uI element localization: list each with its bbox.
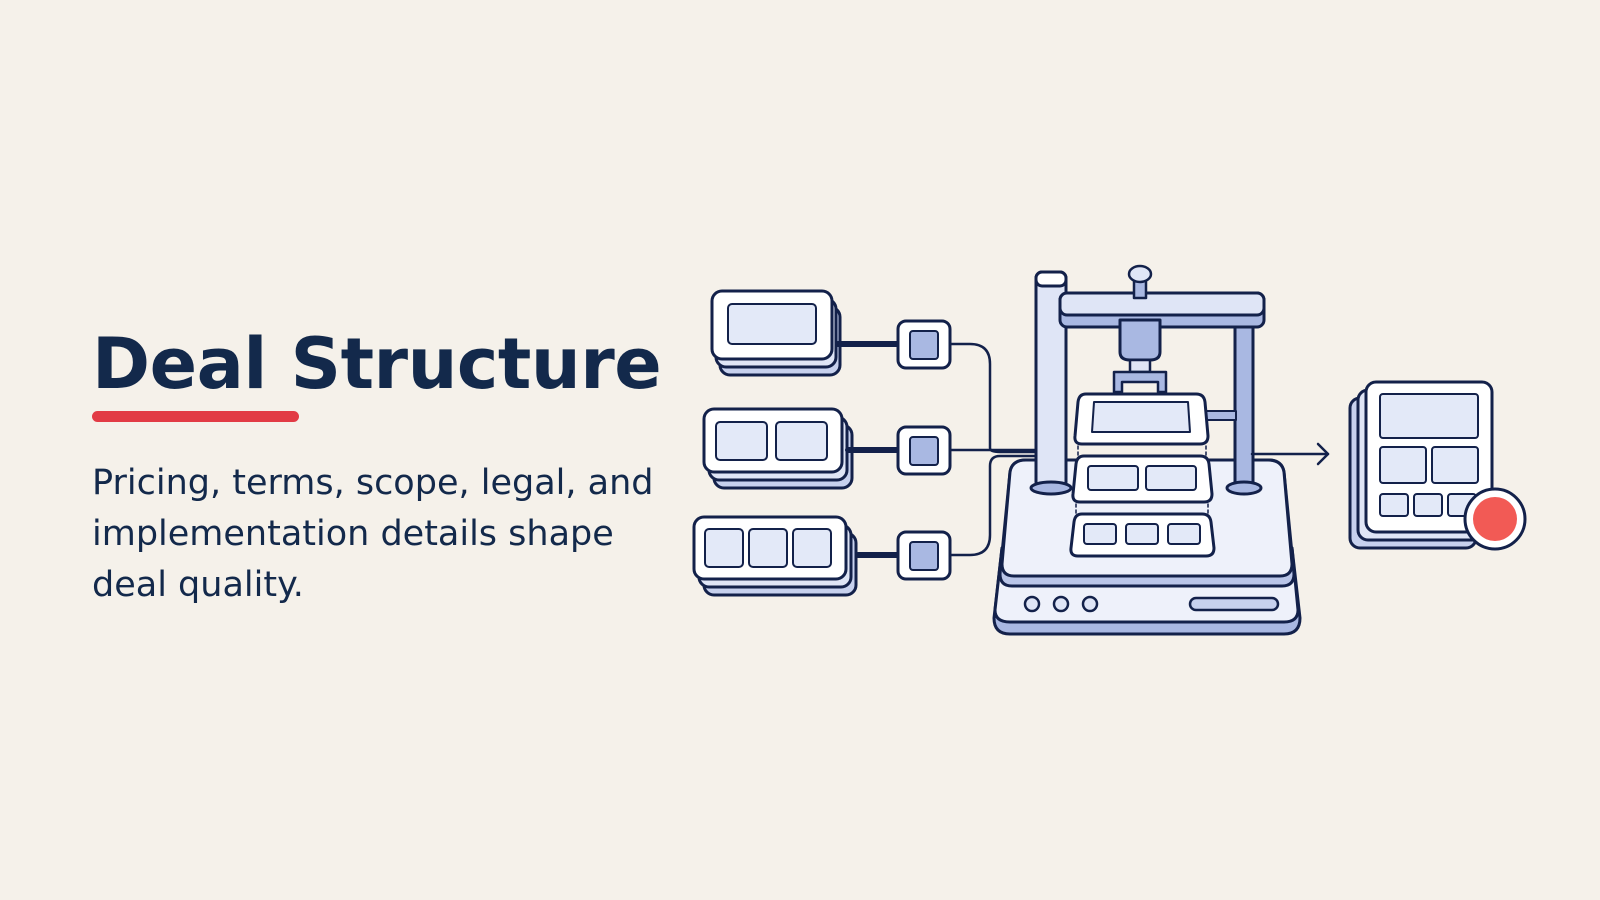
card-links: [835, 341, 901, 558]
status-dot-icon: [1463, 487, 1527, 551]
title-accent-underline: [92, 411, 299, 422]
press-machine-icon: [992, 264, 1302, 636]
connector-node-top-icon: [896, 319, 952, 370]
output-arrow-icon: [1250, 442, 1330, 466]
machine-input-wires: [948, 342, 1040, 557]
input-card-top-icon: [710, 289, 842, 377]
input-card-bottom-icon: [692, 515, 858, 597]
slide-subtitle: Pricing, terms, scope, legal, and implem…: [92, 463, 654, 605]
output-document-icon: [1348, 380, 1494, 550]
slide-title: Deal Structure: [92, 323, 662, 405]
connector-node-middle-icon: [896, 425, 952, 476]
connector-node-bottom-icon: [896, 530, 952, 581]
deal-assembly-illustration: [692, 264, 1527, 636]
input-card-middle-icon: [702, 407, 854, 490]
